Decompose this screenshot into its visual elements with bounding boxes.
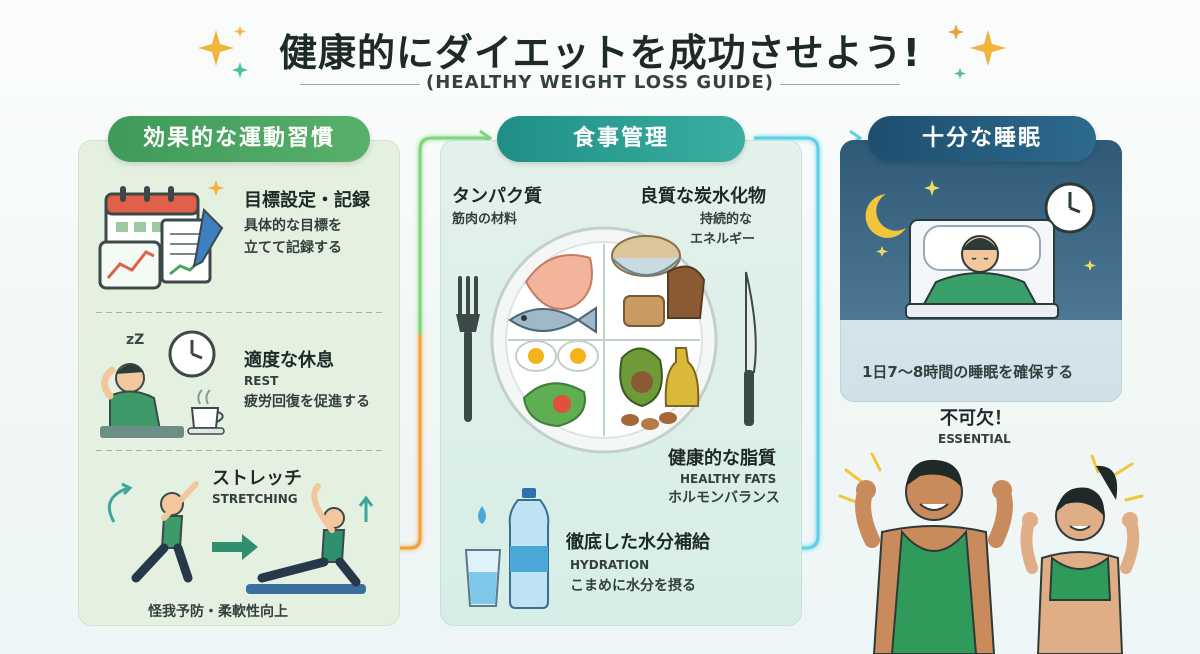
subtitle-divider-right [780,84,900,85]
stretching-en-label: STRETCHING [212,492,298,506]
stretching-desc: 怪我予防・柔軟性向上 [148,604,288,620]
balanced-plate-icon [456,226,757,454]
celebrating-people-icon [838,452,1144,654]
exercise-section-label: 効果的な運動習慣 [108,116,370,162]
sparkle-left-icon [198,26,248,78]
page-title: 健康的にダイエットを成功させよう! [279,31,921,75]
resting-person-icon: zZ [100,330,225,438]
subtitle-divider-left [300,84,420,85]
fats-desc: ホルモンバランス [668,490,780,506]
svg-text:zZ: zZ [126,332,144,348]
stretching-people-icon [107,481,374,594]
sleeping-person-icon [865,180,1096,319]
protein-title: タンパク質 [452,186,542,207]
fats-title: 健康的な脂質 [668,448,776,469]
page-subtitle: (HEALTHY WEIGHT LOSS GUIDE) [426,72,774,93]
goal-setting-desc-1: 具体的な目標を [244,218,342,234]
divider [96,312,384,313]
sleep-desc: 1日7〜8時間の睡眠を確保する [862,363,1074,381]
water-icon [464,488,550,609]
carbs-desc-2: エネルギー [690,232,756,247]
stretching-title: ストレッチ [212,468,302,489]
fats-en-label: HEALTHY FATS [680,472,777,486]
sparkle-right-icon [948,24,1006,79]
divider [96,450,384,451]
rest-en-label: REST [244,374,279,388]
protein-desc: 筋肉の材料 [452,212,518,227]
hydration-title: 徹底した水分補給 [566,532,710,553]
hydration-en-label: HYDRATION [570,558,650,572]
hydration-desc: こまめに水分を摂る [570,578,696,594]
goal-setting-desc-2: 立てて記録する [244,240,342,256]
goal-setting-title: 目標設定・記録 [244,190,370,211]
calendar-chart-icon [98,180,224,290]
sleep-section-label: 十分な睡眠 [868,116,1096,162]
rest-title: 適度な休息 [244,350,334,371]
carbs-desc-1: 持続的な [700,212,753,227]
rest-desc: 疲労回復を促進する [244,394,370,410]
essential-title: 不可欠！ [940,408,1012,429]
carbs-title: 良質な炭水化物 [640,186,766,207]
essential-en-label: ESSENTIAL [938,432,1011,446]
diet-section-label: 食事管理 [497,116,745,162]
